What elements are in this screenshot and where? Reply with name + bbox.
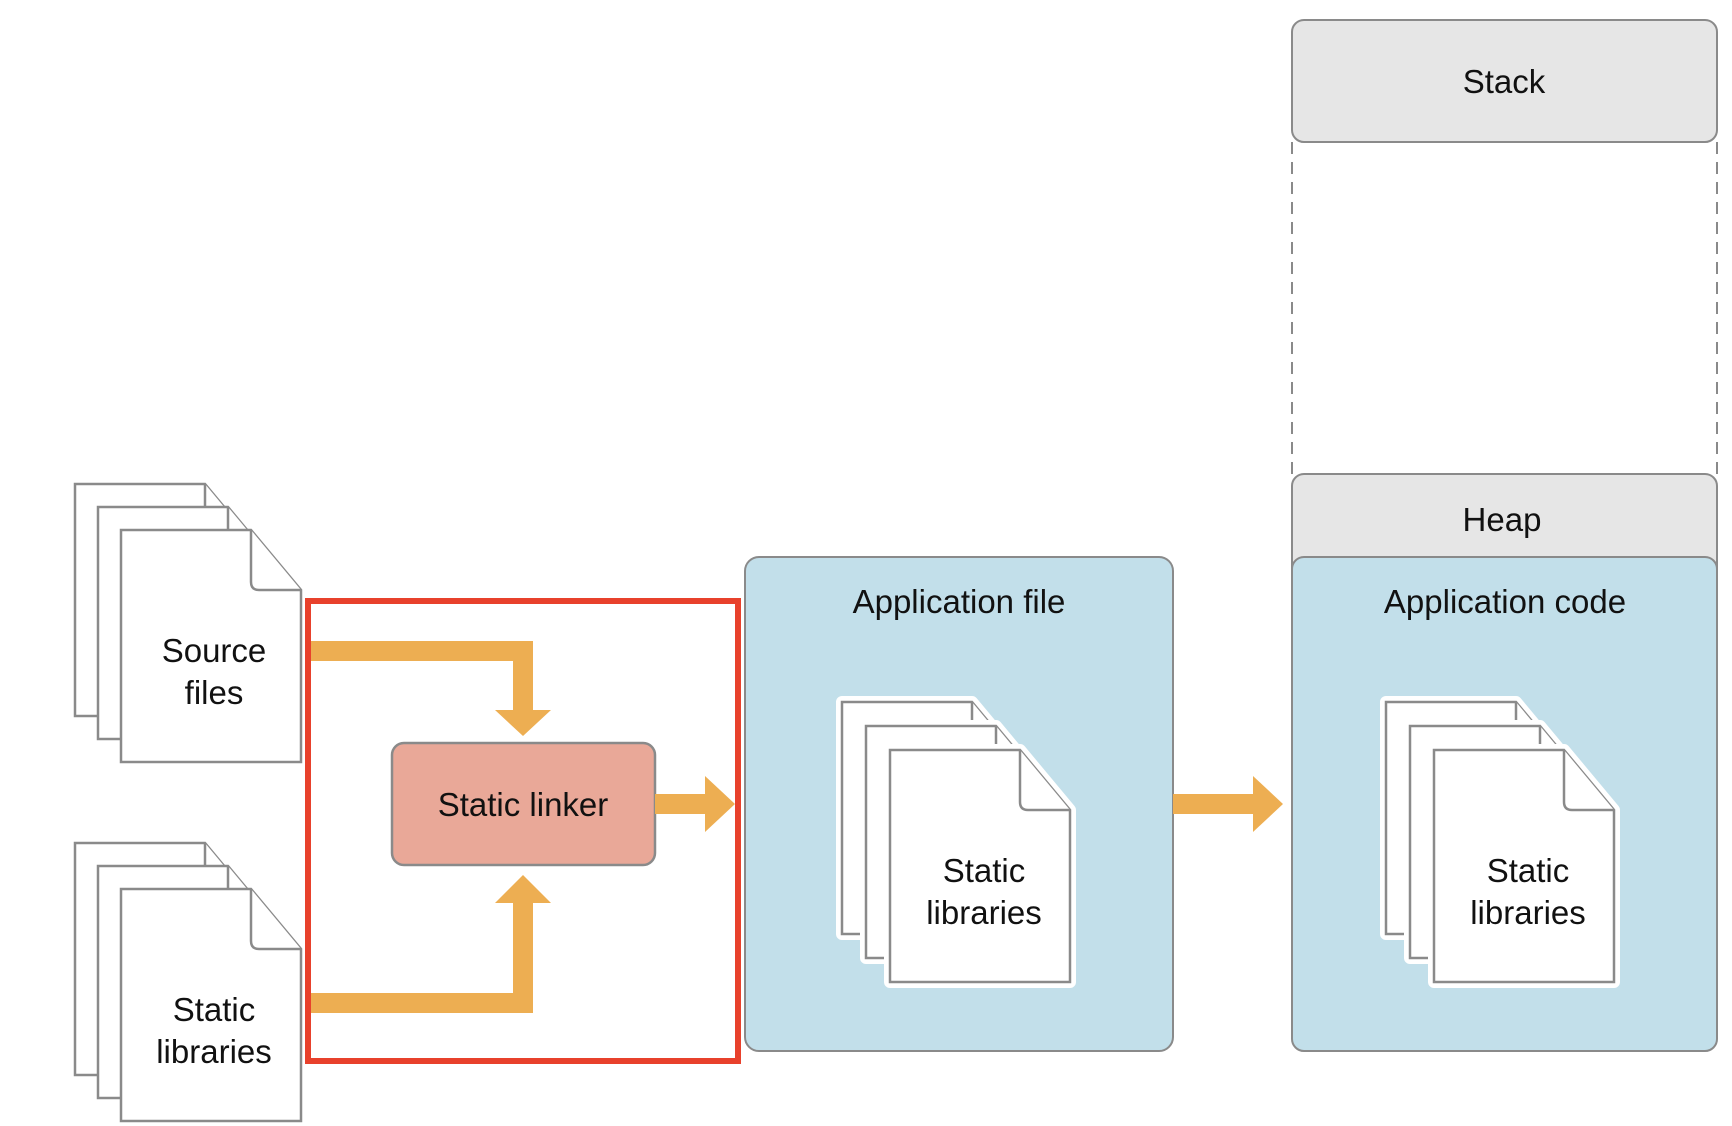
input-static-libraries-label-line2: libraries bbox=[156, 1033, 272, 1070]
arrow-libraries-to-linker bbox=[308, 875, 551, 1013]
static-linker-label: Static linker bbox=[438, 786, 609, 823]
heap-label: Heap bbox=[1463, 501, 1542, 538]
input-static-libraries-label-line1: Static bbox=[173, 991, 256, 1028]
source-files-stack: Source files bbox=[73, 482, 303, 764]
source-files-label-line1: Source bbox=[162, 632, 267, 669]
stack-block: Stack bbox=[1291, 19, 1718, 143]
static-linker-box: Static linker bbox=[390, 741, 657, 867]
stack-label: Stack bbox=[1463, 63, 1546, 100]
source-files-label-line2: files bbox=[185, 674, 244, 711]
memory-layout: Stack Heap Application code Static libra… bbox=[1291, 19, 1718, 1052]
application-file-libraries-stack: Static libraries bbox=[842, 702, 1070, 982]
application-file-title: Application file bbox=[853, 583, 1066, 620]
application-file-panel: Application file Static libraries bbox=[744, 556, 1174, 1052]
application-code-panel: Application code Static libraries bbox=[1291, 556, 1718, 1052]
input-static-libraries-stack: Static libraries bbox=[73, 841, 303, 1123]
arrow-source-to-linker bbox=[308, 641, 551, 736]
application-code-libraries-stack: Static libraries bbox=[1386, 702, 1614, 982]
application-code-title: Application code bbox=[1384, 583, 1626, 620]
application-code-libraries-line2: libraries bbox=[1470, 894, 1586, 931]
application-file-libraries-line2: libraries bbox=[926, 894, 1042, 931]
static-linking-highlight bbox=[305, 598, 741, 1064]
application-code-libraries-line1: Static bbox=[1487, 852, 1570, 889]
arrow-linker-to-application-file bbox=[655, 776, 735, 832]
application-file-libraries-line1: Static bbox=[943, 852, 1026, 889]
arrow-application-file-to-memory bbox=[1173, 776, 1283, 832]
